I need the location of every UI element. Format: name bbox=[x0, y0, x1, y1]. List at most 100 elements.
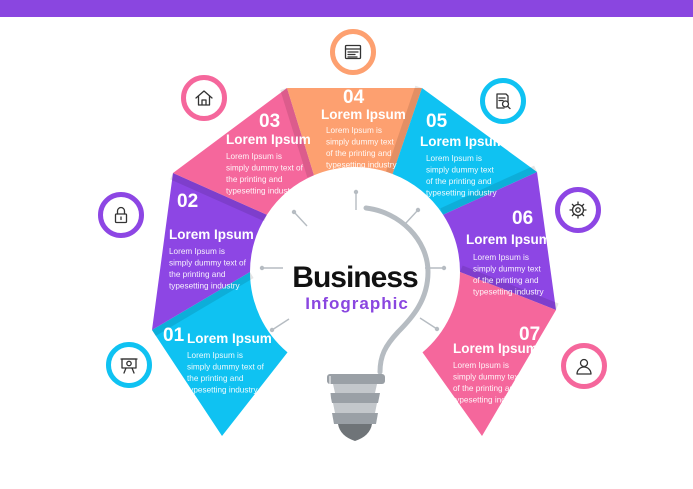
icon-badge-03 bbox=[181, 75, 227, 121]
bulb-thread bbox=[330, 393, 380, 403]
segment-number: 03 bbox=[259, 111, 280, 132]
segment-body-line: the printing and bbox=[187, 374, 244, 383]
light-ray-dot bbox=[259, 265, 265, 271]
wedge-fold-shadow bbox=[386, 85, 422, 174]
segment-title: Lorem Ipsum bbox=[169, 227, 254, 242]
icon-ring bbox=[98, 192, 144, 238]
segment-body-line: simply dummy text bbox=[326, 138, 395, 147]
center-title: Business bbox=[292, 261, 418, 294]
segment-body-line: simply dummy text bbox=[473, 265, 542, 274]
lock-icon bbox=[114, 206, 128, 224]
light-ray-dot bbox=[434, 326, 440, 332]
segment-body-line: simply dummy text bbox=[426, 166, 495, 175]
segment-body-line: Lorem Ipsum is bbox=[426, 154, 482, 163]
wedge-fold-shadow bbox=[280, 88, 314, 178]
segment-body-line: typesetting industry bbox=[426, 189, 497, 198]
icon-badge-02 bbox=[98, 192, 144, 238]
segment-body-line: of the printing and bbox=[326, 149, 392, 158]
segment-number: 01 bbox=[163, 325, 185, 346]
segment-body-line: of the printing and bbox=[453, 384, 519, 393]
icon-badge-01 bbox=[106, 342, 152, 388]
segment-title: Lorem Ipsum bbox=[226, 132, 311, 147]
wedge-fold-shadow bbox=[460, 265, 559, 310]
bulb-base-top bbox=[327, 374, 385, 384]
segment-body-line: typesetting industry bbox=[187, 386, 258, 395]
segment-body-line: simply dummy text of bbox=[169, 259, 247, 268]
light-ray-dot bbox=[415, 207, 421, 213]
segment-body-line: typesetting industry bbox=[169, 282, 240, 291]
bulb-thread bbox=[333, 384, 377, 393]
segment-body-line: Lorem Ipsum is bbox=[169, 247, 225, 256]
wedge-layer bbox=[152, 85, 559, 436]
segment-number: 04 bbox=[343, 87, 365, 108]
segment-body-line: typesetting industry bbox=[473, 288, 544, 297]
wedge-fold-shadow bbox=[152, 272, 254, 336]
bulb-outline bbox=[363, 205, 431, 375]
segment-number: 06 bbox=[512, 208, 533, 229]
segment-body-line: the printing and bbox=[169, 270, 226, 279]
wedge-fold-shadow bbox=[440, 165, 537, 215]
segment-body-line: simply dummy text of bbox=[187, 363, 265, 372]
bulb-thread bbox=[333, 403, 377, 413]
icon-ring bbox=[555, 187, 601, 233]
light-ray-dot bbox=[269, 327, 275, 333]
bulb-thread bbox=[332, 413, 378, 424]
segment-title: Lorem Ipsum bbox=[453, 341, 538, 356]
light-ray bbox=[419, 317, 438, 330]
lightbulb bbox=[259, 180, 447, 441]
light-ray-dot bbox=[291, 209, 297, 215]
segment-number: 02 bbox=[177, 191, 198, 212]
user-icon bbox=[576, 358, 592, 375]
wedge-07 bbox=[422, 272, 556, 436]
wedge-04 bbox=[287, 88, 422, 176]
segment-title: Lorem Ipsum bbox=[321, 107, 406, 122]
segment-body-line: typesetting industry bbox=[226, 187, 297, 196]
icon-badge-04 bbox=[330, 29, 376, 75]
icon-badge-06 bbox=[555, 187, 601, 233]
segment-body-line: typesetting industry bbox=[326, 161, 397, 170]
segment-body-line: of the printing and bbox=[473, 276, 539, 285]
light-ray-dot bbox=[441, 265, 447, 271]
segment-title: Lorem Ipsum bbox=[466, 232, 551, 247]
bulb-tip bbox=[338, 424, 372, 441]
light-ray bbox=[404, 209, 419, 225]
wedge-05 bbox=[392, 88, 537, 215]
bulb-glass bbox=[274, 180, 436, 372]
home-icon bbox=[195, 90, 213, 106]
light-ray bbox=[271, 318, 290, 331]
wedge-06 bbox=[443, 172, 556, 310]
segment-body-line: Lorem Ipsum is bbox=[226, 152, 282, 161]
icon-circle-layer bbox=[98, 29, 607, 389]
icon-ring bbox=[106, 342, 152, 388]
presentation-icon bbox=[120, 358, 138, 374]
segment-body-line: of the printing and bbox=[426, 177, 492, 186]
icon-badge-05 bbox=[480, 78, 526, 124]
segment-title: Lorem Ipsum bbox=[187, 331, 272, 346]
wedge-03 bbox=[173, 88, 314, 215]
segment-number: 07 bbox=[519, 324, 540, 345]
segment-number: 05 bbox=[426, 111, 448, 132]
segment-body-line: Lorem Ipsum is bbox=[453, 361, 509, 370]
segment-body-line: the printing and bbox=[226, 175, 283, 184]
segment-title: Lorem Ipsum bbox=[420, 134, 505, 149]
browser-window-icon bbox=[344, 44, 362, 60]
segment-body-line: Lorem Ipsum is bbox=[187, 351, 243, 360]
icon-ring bbox=[181, 75, 227, 121]
segment-body-line: Lorem Ipsum is bbox=[473, 253, 529, 262]
segment-body-line: Lorem Ipsum is bbox=[326, 126, 382, 135]
segment-body-line: simply dummy text bbox=[453, 373, 522, 382]
segment-body-line: simply dummy text of bbox=[226, 164, 304, 173]
segment-body-line: typesetting industry bbox=[453, 396, 524, 405]
icon-badge-07 bbox=[561, 343, 607, 389]
top-accent-bar bbox=[0, 0, 693, 17]
wedge-fold-shadow bbox=[170, 173, 267, 222]
